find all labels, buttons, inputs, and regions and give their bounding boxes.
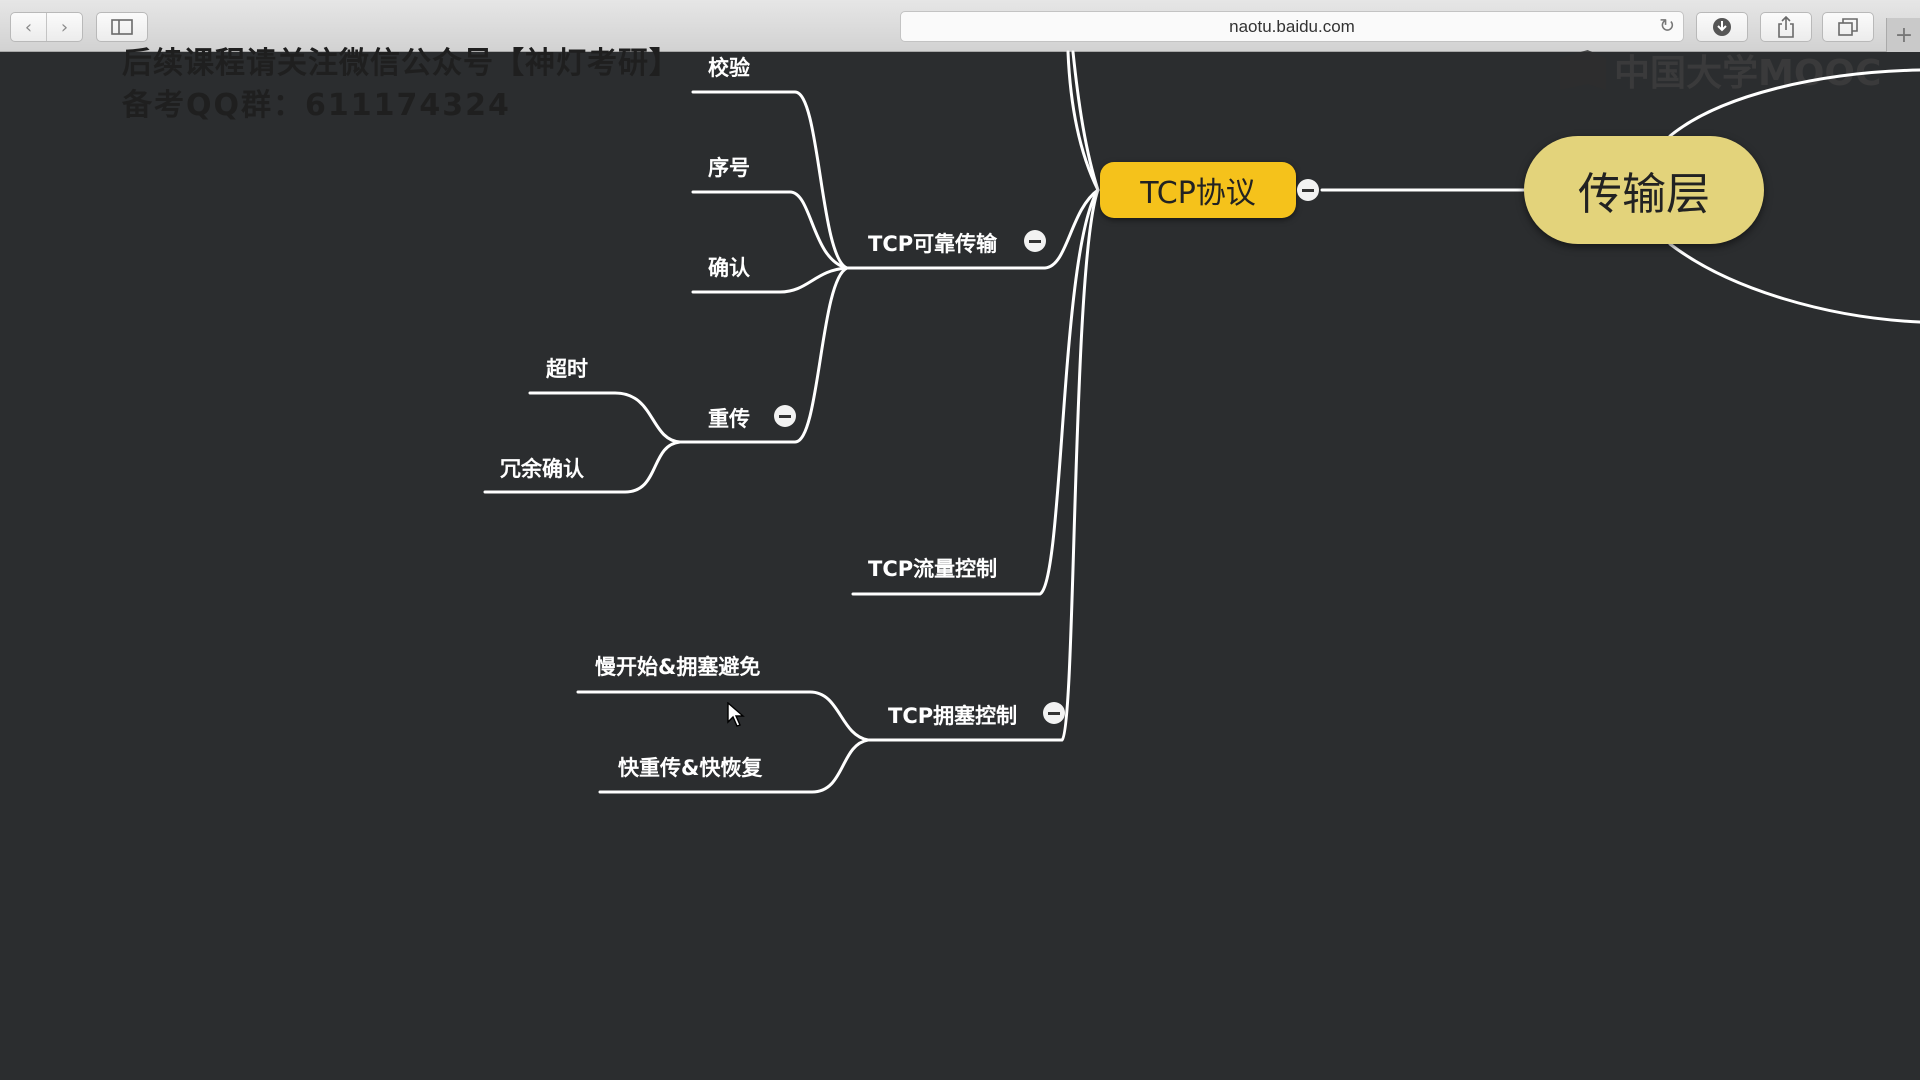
- link-tcp-up-1: [1071, 50, 1100, 192]
- root-arc-bottom: [1668, 242, 1920, 324]
- tcp-node[interactable]: TCP协议: [1100, 162, 1296, 218]
- browser-toolbar: ‹ › naotu.baidu.com ↻ +: [0, 0, 1920, 52]
- plus-icon[interactable]: +: [1886, 18, 1920, 52]
- link-reliable-retransmit: [678, 266, 849, 444]
- node-sequence[interactable]: 序号: [708, 156, 750, 180]
- link-congestion-slowstart: [576, 690, 870, 742]
- reload-icon[interactable]: ↻: [1659, 16, 1675, 37]
- link-reliable-sequence: [691, 190, 849, 270]
- node-flow-control[interactable]: TCP流量控制: [868, 557, 998, 581]
- node-checksum[interactable]: 校验: [708, 56, 750, 80]
- link-reliable-checksum: [691, 90, 849, 270]
- congestion-collapse-button[interactable]: [1043, 702, 1065, 724]
- share-icon[interactable]: [1760, 12, 1812, 42]
- tcp-node-label: TCP协议: [1140, 176, 1256, 211]
- link-tcp-congestion: [866, 188, 1100, 742]
- chevron-left-icon[interactable]: ‹: [11, 13, 47, 41]
- mooc-mark-icon: [1560, 50, 1606, 90]
- root-node-label: 传输层: [1578, 169, 1710, 220]
- mooc-logo: 中国大学MOOC: [1560, 44, 1881, 96]
- tabs-icon[interactable]: [1822, 12, 1874, 42]
- reliable-collapse-button[interactable]: [1024, 230, 1046, 252]
- root-arc-top: [1668, 68, 1920, 138]
- retransmit-collapse-button[interactable]: [774, 405, 796, 427]
- link-tcp-reliable: [845, 188, 1100, 270]
- address-bar[interactable]: naotu.baidu.com ↻: [900, 11, 1684, 42]
- chevron-right-icon[interactable]: ›: [60, 16, 69, 38]
- sidebar-icon[interactable]: [96, 12, 148, 42]
- node-timeout[interactable]: 超时: [546, 357, 588, 381]
- node-ack[interactable]: 确认: [708, 256, 750, 280]
- promo-watermark: 后续课程请关注微信公众号【神灯考研】: [122, 46, 680, 81]
- link-tcp-up-2: [1066, 50, 1100, 192]
- link-retransmit-timeout: [528, 391, 682, 444]
- node-congestion[interactable]: TCP拥塞控制: [888, 704, 1018, 728]
- tcp-collapse-button[interactable]: [1297, 179, 1319, 201]
- nav-buttons: ‹ ›: [10, 12, 83, 42]
- qq-watermark: 备考QQ群：611174324: [122, 88, 511, 123]
- link-congestion-fastretx: [598, 738, 870, 794]
- mooc-logo-text: 中国大学MOOC: [1614, 53, 1882, 94]
- node-dup-ack[interactable]: 冗余确认: [500, 457, 584, 481]
- link-retransmit-dupack: [483, 440, 682, 494]
- root-node[interactable]: 传输层: [1524, 136, 1764, 244]
- url-text: naotu.baidu.com: [1229, 16, 1355, 36]
- node-retransmit[interactable]: 重传: [708, 407, 750, 431]
- node-slow-start[interactable]: 慢开始&拥塞避免: [595, 655, 761, 679]
- link-tcp-flow: [851, 188, 1100, 596]
- node-fast-retransmit[interactable]: 快重传&快恢复: [618, 756, 763, 780]
- mouse-cursor-icon: [727, 701, 745, 732]
- download-icon[interactable]: [1696, 12, 1748, 42]
- node-reliable[interactable]: TCP可靠传输: [868, 232, 998, 256]
- link-reliable-ack: [691, 266, 849, 294]
